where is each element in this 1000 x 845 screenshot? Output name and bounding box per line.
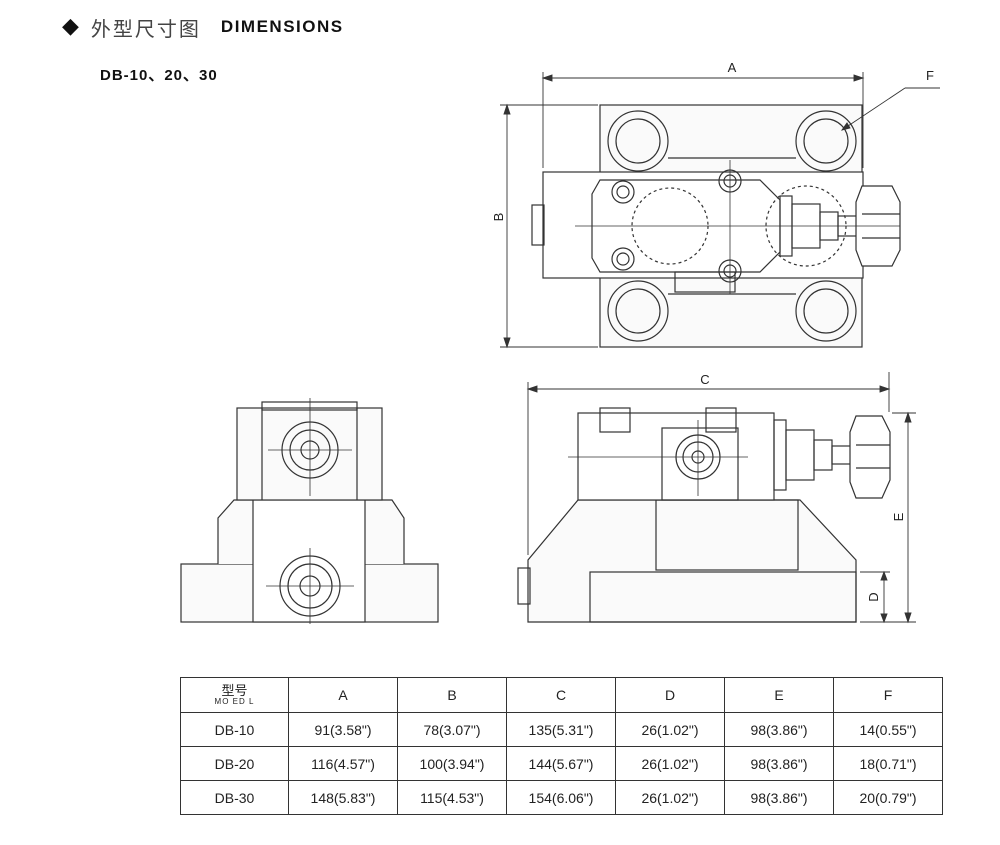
- column-header: D: [615, 677, 725, 713]
- column-header: F: [833, 677, 943, 713]
- table-cell: 26(1.02"): [615, 746, 725, 781]
- table-cell: 14(0.55"): [833, 712, 943, 747]
- column-header: B: [397, 677, 507, 713]
- model-header-en: MO ED L: [214, 697, 255, 706]
- table-cell: 148(5.83"): [288, 780, 398, 815]
- side-view-drawing: [517, 407, 891, 623]
- dimension-drawing: A B C D E F: [180, 60, 940, 624]
- page-title: ◆ 外型尺寸图 DIMENSIONS: [62, 12, 344, 42]
- dimension-lines: [500, 72, 940, 624]
- column-header: E: [724, 677, 834, 713]
- dim-label-d: D: [866, 592, 881, 601]
- model-header-cell: 型号 MO ED L: [180, 677, 289, 713]
- model-header-cn: 型号: [221, 683, 248, 698]
- table-header-row: 型号 MO ED L A B C D E F: [180, 677, 943, 713]
- table-row: DB-10 91(3.58") 78(3.07") 135(5.31") 26(…: [180, 712, 943, 747]
- table-cell: 154(6.06"): [506, 780, 616, 815]
- model-cell: DB-30: [180, 780, 289, 815]
- table-cell: 18(0.71"): [833, 746, 943, 781]
- table-cell: 135(5.31"): [506, 712, 616, 747]
- table-cell: 115(4.53"): [397, 780, 507, 815]
- table-cell: 20(0.79"): [833, 780, 943, 815]
- table-cell: 26(1.02"): [615, 780, 725, 815]
- title-chinese: 外型尺寸图: [90, 16, 201, 41]
- front-view-drawing: [180, 398, 439, 624]
- table-row: DB-20 116(4.57") 100(3.94") 144(5.67") 2…: [180, 746, 943, 781]
- title-english: DIMENSIONS: [220, 17, 344, 36]
- table-cell: 100(3.94"): [397, 746, 507, 781]
- table-cell: 98(3.86"): [724, 712, 834, 747]
- table-cell: 98(3.86"): [724, 780, 834, 815]
- table-row: DB-30 148(5.83") 115(4.53") 154(6.06") 2…: [180, 780, 943, 815]
- dimensions-table: 型号 MO ED L A B C D E F DB-10 91(3.58") 7…: [180, 677, 943, 815]
- dim-label-c: C: [700, 372, 709, 387]
- top-view-drawing: [531, 104, 901, 348]
- table-cell: 78(3.07"): [397, 712, 507, 747]
- dim-label-b: B: [491, 213, 506, 222]
- model-cell: DB-20: [180, 746, 289, 781]
- table-cell: 116(4.57"): [288, 746, 398, 781]
- column-header: A: [288, 677, 398, 713]
- model-subtitle: DB-10、20、30: [100, 67, 218, 84]
- model-cell: DB-10: [180, 712, 289, 747]
- table-cell: 144(5.67"): [506, 746, 616, 781]
- dim-label-f: F: [926, 68, 934, 83]
- dim-label-e: E: [891, 512, 906, 521]
- diamond-bullet-icon: ◆: [62, 14, 79, 39]
- table-cell: 26(1.02"): [615, 712, 725, 747]
- column-header: C: [506, 677, 616, 713]
- table-cell: 98(3.86"): [724, 746, 834, 781]
- dim-label-a: A: [728, 60, 737, 75]
- table-cell: 91(3.58"): [288, 712, 398, 747]
